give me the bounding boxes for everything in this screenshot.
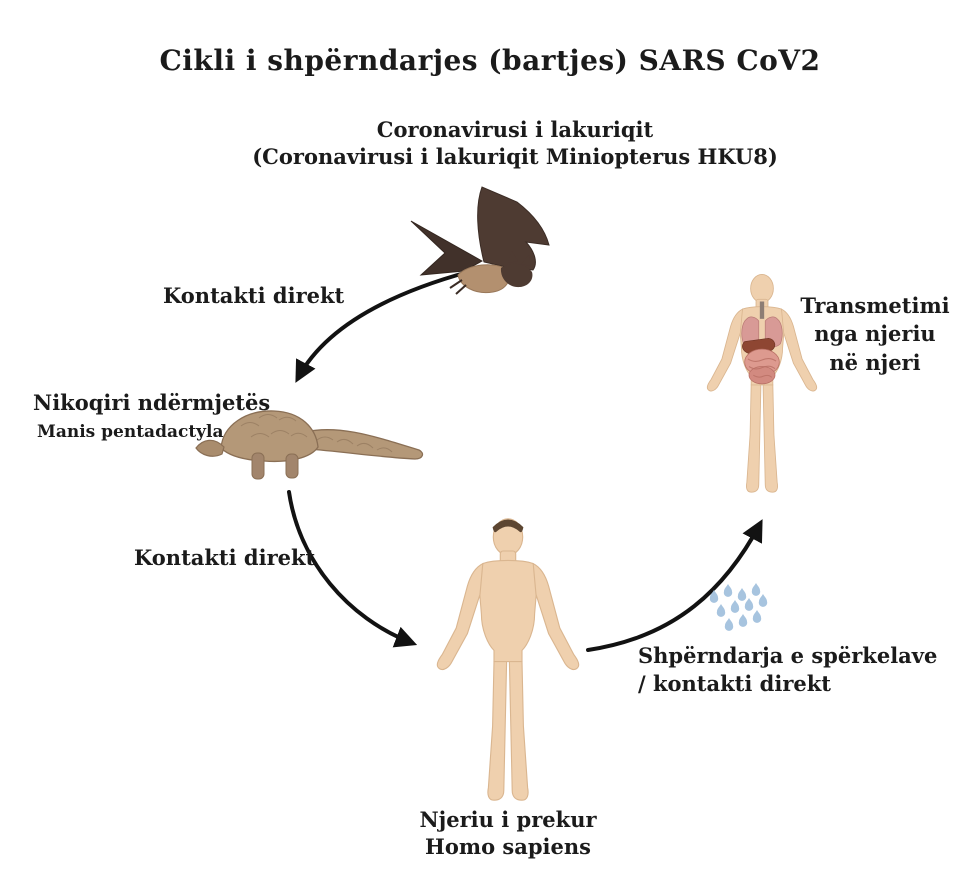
second-human-label-line3: në njeri (829, 349, 921, 375)
pangolin-icon (195, 410, 424, 480)
bat-label-line1: Coronavirusi i lakuriqit (376, 117, 654, 142)
infected-human-label-line1: Njeriu i prekur (419, 807, 597, 832)
edge-label-bat-pangolin: Kontakti direkt (163, 283, 345, 308)
second-human-icon (706, 273, 818, 493)
second-human-label-line1: Transmetimi (800, 293, 950, 318)
edge-label-pangolin-human: Kontakti direkt (134, 545, 316, 570)
arrow-pangolin-to-human (287, 490, 418, 648)
page-title: Cikli i shpërndarjes (bartjes) SARS CoV2 (159, 44, 821, 77)
droplets-icon (709, 583, 768, 631)
bat-node-label: Coronavirusi i lakuriqit (Coronavirusi i… (115, 116, 915, 171)
pangolin-label-common: Nikoqiri ndërmjetës (33, 390, 271, 415)
bat-label-line2: (Coronavirusi i lakuriqit Miniopterus HK… (252, 144, 778, 170)
edge-label-human-human: Shpërndarja e spërkelave / kontakti dire… (638, 642, 938, 699)
bat-icon (410, 186, 550, 295)
edge-label-human-human-line2: / kontakti direkt (638, 671, 831, 697)
edge-label-human-human-line1: Shpërndarja e spërkelave (638, 643, 938, 668)
pangolin-label-latin: Manis pentadactyla (37, 422, 224, 442)
arrow-bat-to-pangolin (295, 270, 470, 383)
infected-human-icon (436, 518, 580, 801)
second-human-label: Transmetimi nga njeriu në njeri (795, 292, 955, 377)
organs-illustration (741, 301, 783, 385)
second-human-label-line2: nga njeriu (814, 321, 936, 347)
arrow-human-to-human (586, 519, 763, 652)
infected-human-label-line2: Homo sapiens (425, 834, 591, 860)
infected-human-label: Njeriu i prekur Homo sapiens (398, 806, 618, 861)
